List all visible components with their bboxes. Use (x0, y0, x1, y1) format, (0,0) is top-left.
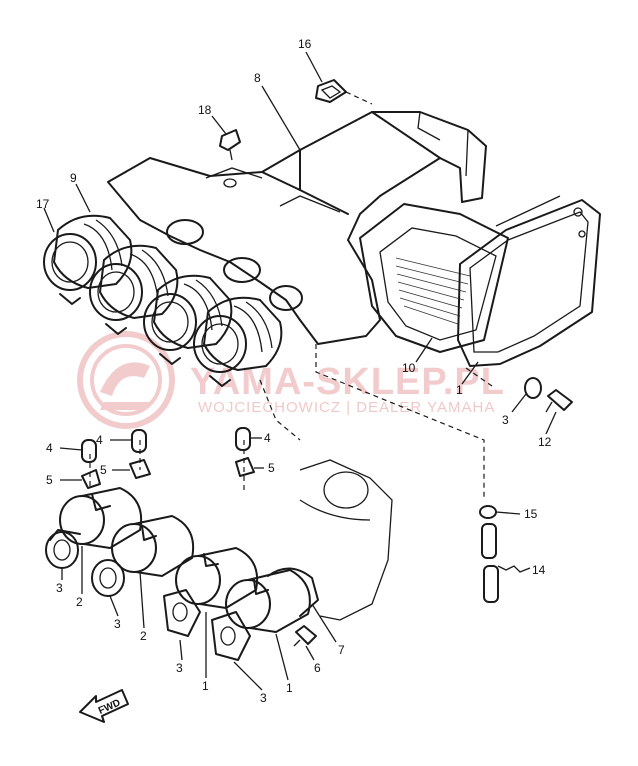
label-4-mid: 4 (96, 433, 103, 447)
label-6: 6 (314, 661, 321, 675)
hose-and-clip (479, 505, 499, 603)
label-7: 7 (338, 643, 345, 657)
label-10: 10 (402, 361, 416, 375)
label-leader-lines (43, 51, 557, 691)
caps-and-clamps (81, 427, 255, 489)
label-1-c: 1 (286, 681, 293, 695)
watermark-logo (77, 331, 175, 429)
label-1-b: 1 (202, 679, 209, 693)
label-5-left: 5 (46, 473, 53, 487)
watermark: YAMA-SKLEP.PL WOJCIECHOWICZ | DEALER YAM… (77, 331, 505, 429)
air-filter-element (359, 203, 509, 353)
label-18: 18 (198, 103, 212, 117)
label-4-left: 4 (46, 441, 53, 455)
carb-joints (45, 487, 319, 661)
washer-and-bolt-upper (524, 377, 573, 413)
label-3-d: 3 (176, 661, 183, 675)
label-1-cap: 1 (456, 383, 463, 397)
dashed-leader-lines (89, 344, 493, 500)
label-5-right: 5 (268, 461, 275, 475)
label-3-b: 3 (56, 581, 63, 595)
engine-outline (299, 459, 393, 621)
watermark-brand: YAMA-SKLEP.PL (190, 361, 505, 403)
air-intake-joints (43, 214, 283, 387)
part-labels: 16 8 18 9 17 10 1 3 12 4 4 4 5 5 5 15 14… (36, 37, 552, 705)
label-17: 17 (36, 197, 50, 211)
label-5-mid: 5 (100, 463, 107, 477)
air-box-case (107, 111, 487, 345)
label-3-e: 3 (260, 691, 267, 705)
label-2-b: 2 (140, 629, 147, 643)
plug-18 (219, 129, 241, 161)
label-8: 8 (254, 71, 261, 85)
label-14: 14 (532, 563, 546, 577)
watermark-subtitle: WOJCIECHOWICZ | DEALER YAMAHA (198, 399, 495, 416)
label-3-c: 3 (114, 617, 121, 631)
label-12: 12 (538, 435, 552, 449)
air-box-cap (457, 195, 601, 367)
label-9: 9 (70, 171, 77, 185)
forward-arrow-icon: FWD (79, 689, 129, 723)
label-2-a: 2 (76, 595, 83, 609)
label-3-washer: 3 (502, 413, 509, 427)
label-16: 16 (298, 37, 312, 51)
cap-16 (315, 79, 347, 103)
label-4-right: 4 (264, 431, 271, 445)
label-15: 15 (524, 507, 538, 521)
